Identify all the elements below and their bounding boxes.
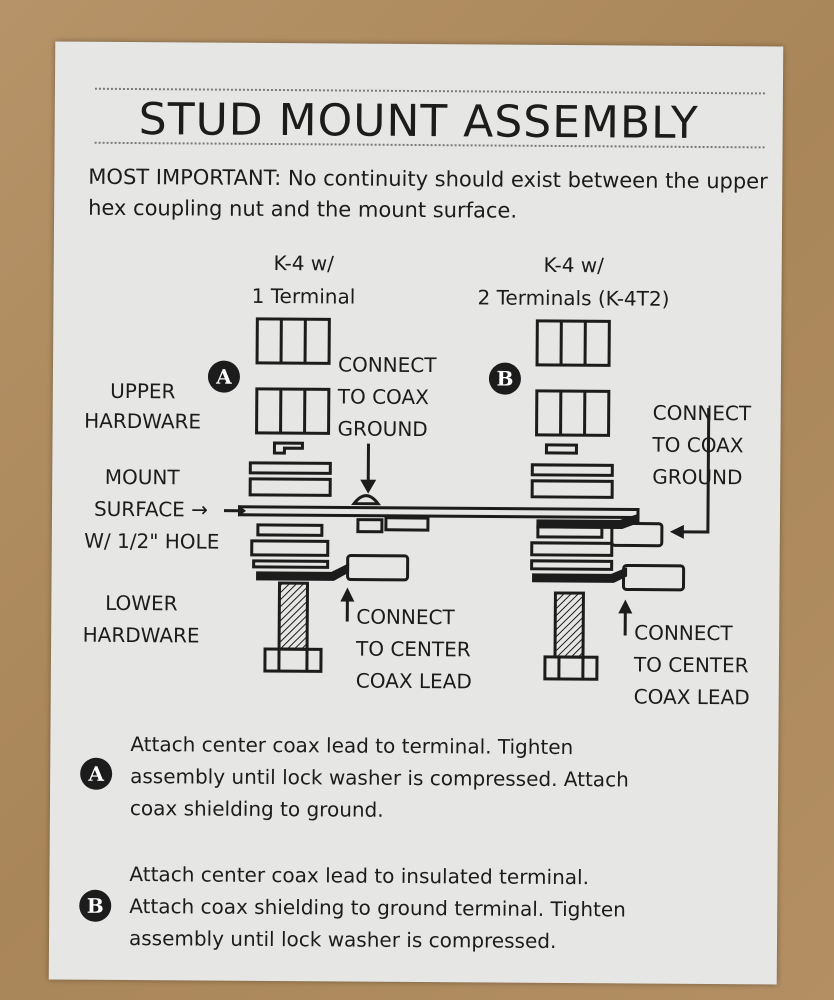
note-a-line-3: coax shielding to ground. [129, 796, 384, 822]
note-a-line-2: assembly until lock washer is compressed… [130, 764, 629, 792]
assembly-a-ground-terminal [351, 494, 430, 534]
note-a-line-1: Attach center coax lead to terminal. Tig… [130, 732, 574, 760]
assembly-b-hardware [530, 319, 614, 681]
arrow-b-ground [681, 408, 711, 534]
instruction-label: STUD MOUNT ASSEMBLY MOST IMPORTANT: No c… [48, 41, 784, 985]
assembly-b-ground-terminal [536, 513, 664, 548]
note-b-badge: B [79, 889, 112, 922]
assembly-a-center-terminal [256, 554, 410, 582]
assembly-b-center-terminal [532, 563, 686, 592]
note-a: Attach center coax lead to terminal. Tig… [130, 728, 771, 828]
assembly-a-hardware [248, 317, 332, 673]
note-b-line-2: Attach coax shielding to ground terminal… [129, 894, 626, 922]
assembly-diagram [224, 317, 711, 681]
note-b-line-3: assembly until lock washer is compressed… [128, 926, 557, 953]
note-b-line-1: Attach center coax lead to insulated ter… [129, 862, 590, 890]
note-a-badge: A [80, 757, 113, 790]
note-b: Attach center coax lead to insulated ter… [129, 858, 770, 958]
mount-surface-plate [238, 505, 640, 520]
